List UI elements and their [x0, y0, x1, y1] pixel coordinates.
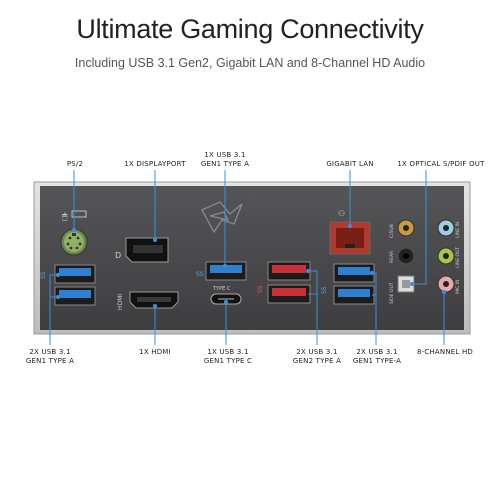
svg-text:🖱: 🖱 [62, 211, 68, 222]
label-usb-gen2-line1: 2X USB 3.1 [296, 348, 338, 356]
label-usb-c-line1: 1X USB 3.1 [207, 348, 249, 356]
mic-in-panel-text: MIC IN [455, 280, 461, 294]
label-usb-left-line2: GEN1 TYPE A [25, 357, 75, 365]
type-c-panel-text: TYPE C [212, 286, 231, 292]
label-usb-right-line1: 2X USB 3.1 [356, 348, 398, 356]
label-gigabit-lan: GIGABIT LAN [326, 160, 374, 168]
label-usb-left-line1: 2X USB 3.1 [29, 348, 71, 356]
label-optical-spdif: 1X OPTICAL S/PDIF OUT [397, 160, 485, 168]
page-subtitle: Including USB 3.1 Gen2, Gigabit LAN and … [74, 56, 426, 70]
svg-text:⚇: ⚇ [338, 209, 345, 218]
label-displayport: 1X DISPLAYPORT [124, 160, 186, 168]
svg-text:SS: SS [257, 285, 264, 293]
label-8-channel-hd: 8-CHANNEL HD [417, 348, 473, 356]
hdmi-port: HDMI [117, 291, 179, 310]
label-usb-c-line2: GEN1 TYPE C [203, 357, 253, 365]
label-ps2: PS/2 [66, 160, 84, 168]
label-hdmi: 1X HDMI [139, 348, 171, 356]
line-out-panel-text: LINE OUT [455, 247, 461, 268]
label-usb-gen1-a-line1: 1X USB 3.1 [204, 151, 246, 159]
csub-panel-text: C/SUB [389, 224, 395, 238]
svg-text:SS: SS [321, 286, 328, 294]
ps2-port: 🖱 [60, 210, 88, 256]
usb-gen1-left-stack: SS [40, 264, 96, 306]
rear-panel-text: REAR [389, 251, 395, 263]
usb-gen2-stack: SS [257, 261, 311, 304]
label-usb-gen2-line2: GEN2 TYPE A [292, 357, 342, 365]
page-title: Ultimate Gaming Connectivity [76, 14, 424, 44]
rog-logo-icon [201, 201, 243, 234]
shield-panel [40, 186, 464, 330]
callout-lines [49, 170, 447, 345]
usb-gen1-right-stack: SS [321, 263, 375, 305]
usb-gen1-a-single: SS [196, 261, 247, 281]
hdmi-panel-text: HDMI [117, 294, 124, 310]
side-out-panel-text: SIDE OUT [389, 282, 395, 304]
audio-jack-cluster: C/SUB REAR SIDE OUT LINE IN LINE OUT MIC… [389, 219, 461, 304]
svg-text:SS: SS [40, 271, 47, 279]
line-in-panel-text: LINE IN [455, 222, 461, 238]
label-usb-gen1-a-line2: GEN1 TYPE A [200, 160, 250, 168]
svg-text:D: D [115, 251, 121, 260]
displayport-port: D [115, 237, 169, 263]
label-usb-right-line2: GEN1 TYPE-A [352, 357, 402, 365]
ss-logo-text: SS [196, 271, 204, 278]
